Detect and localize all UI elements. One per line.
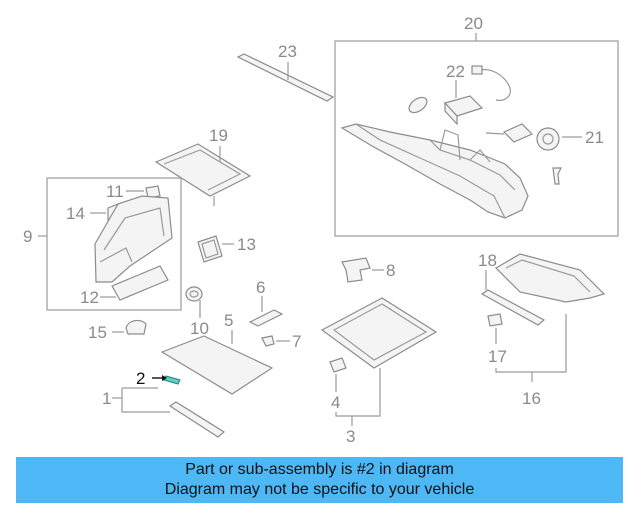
part-20-glove-box [340, 123, 529, 219]
part-22-module [443, 65, 511, 126]
callout-12[interactable]: 12 [80, 288, 99, 307]
part-15-clip [112, 319, 147, 335]
part-4-clip [329, 357, 347, 392]
callout-13[interactable]: 13 [237, 235, 256, 254]
callout-23[interactable]: 23 [278, 42, 297, 61]
part-13-tray [197, 235, 234, 263]
callout-15[interactable]: 15 [88, 323, 107, 342]
info-banner: Part or sub-assembly is #2 in diagram Di… [16, 457, 623, 503]
callout-14[interactable]: 14 [66, 204, 85, 223]
callout-5[interactable]: 5 [224, 311, 233, 330]
part-17-clip [487, 313, 503, 344]
part-6-block [248, 296, 284, 327]
callout-22[interactable]: 22 [446, 62, 465, 81]
callout-4[interactable]: 4 [331, 393, 340, 412]
banner-line-1: Part or sub-assembly is #2 in diagram [185, 461, 454, 478]
callout-6[interactable]: 6 [256, 278, 265, 297]
callout-9[interactable]: 9 [23, 227, 32, 246]
callout-18[interactable]: 18 [478, 251, 497, 270]
part-8-hook [341, 257, 384, 283]
callout-2[interactable]: 2 [136, 369, 145, 388]
part-3-floor-mat [320, 297, 438, 414]
callout-19[interactable]: 19 [209, 126, 228, 145]
part-19-cargo-frame [154, 143, 252, 206]
callout-21[interactable]: 21 [585, 128, 604, 147]
part-7-clip [261, 335, 290, 347]
part-11-clip [126, 185, 161, 199]
callout-1[interactable]: 1 [102, 389, 111, 408]
callout-8[interactable]: 8 [386, 261, 395, 280]
part-23-trim-strip [236, 53, 335, 102]
callout-16[interactable]: 16 [522, 389, 541, 408]
part-21-actuator [485, 123, 582, 185]
part-1-strip [112, 387, 226, 438]
part-2-highlighted[interactable] [152, 375, 181, 385]
callout-11[interactable]: 11 [106, 182, 124, 201]
part-12-panel [100, 265, 169, 301]
callout-17[interactable]: 17 [488, 347, 507, 366]
side-trim-panel [94, 195, 173, 283]
part-18-rear-shelf [480, 253, 606, 326]
banner-line-2: Diagram may not be specific to your vehi… [164, 481, 475, 498]
part-10-cap [185, 286, 203, 318]
callout-20[interactable]: 20 [464, 14, 483, 33]
callout-7[interactable]: 7 [292, 332, 301, 351]
callout-10[interactable]: 10 [190, 319, 209, 338]
part-5-floor-board [160, 330, 274, 395]
part-9-group-box [46, 177, 182, 311]
callout-3[interactable]: 3 [346, 427, 355, 446]
